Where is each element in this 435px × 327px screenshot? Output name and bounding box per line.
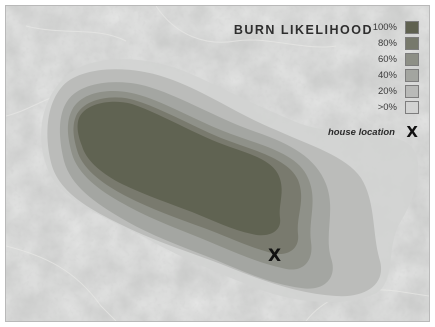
legend-row-60: 60%: [299, 53, 419, 67]
legend-row-20: 20%: [299, 85, 419, 99]
legend-row-gt0: >0%: [299, 101, 419, 115]
legend-label: 60%: [377, 54, 397, 65]
legend-title: BURN LIKELIHOOD: [233, 23, 373, 37]
legend-label: 40%: [377, 70, 397, 81]
legend-swatch: [405, 85, 419, 98]
house-location-label: house location: [327, 127, 395, 138]
burn-probability-map[interactable]: [6, 6, 429, 321]
legend-label: 100%: [372, 22, 397, 33]
legend-row-40: 40%: [299, 69, 419, 83]
contour-level-5: [77, 101, 282, 236]
house-location-symbol: X: [406, 123, 418, 141]
house-marker[interactable]: X: [268, 246, 282, 266]
legend-label: 20%: [377, 86, 397, 97]
legend-label: >0%: [377, 102, 397, 113]
legend-row-100: 100%: [299, 21, 419, 35]
legend-swatch: [405, 101, 419, 114]
legend-swatch: [405, 53, 419, 66]
legend-row-80: 80%: [299, 37, 419, 51]
burn-contours: [41, 59, 419, 303]
legend-swatch: [405, 69, 419, 82]
map-frame: X BURN LIKELIHOOD 100% 80% 60% 40% 20% >…: [5, 5, 430, 322]
legend-label: 80%: [377, 38, 397, 49]
house-location-legend: house location X: [259, 123, 419, 141]
legend-swatch: [405, 21, 419, 34]
legend-swatch: [405, 37, 419, 50]
